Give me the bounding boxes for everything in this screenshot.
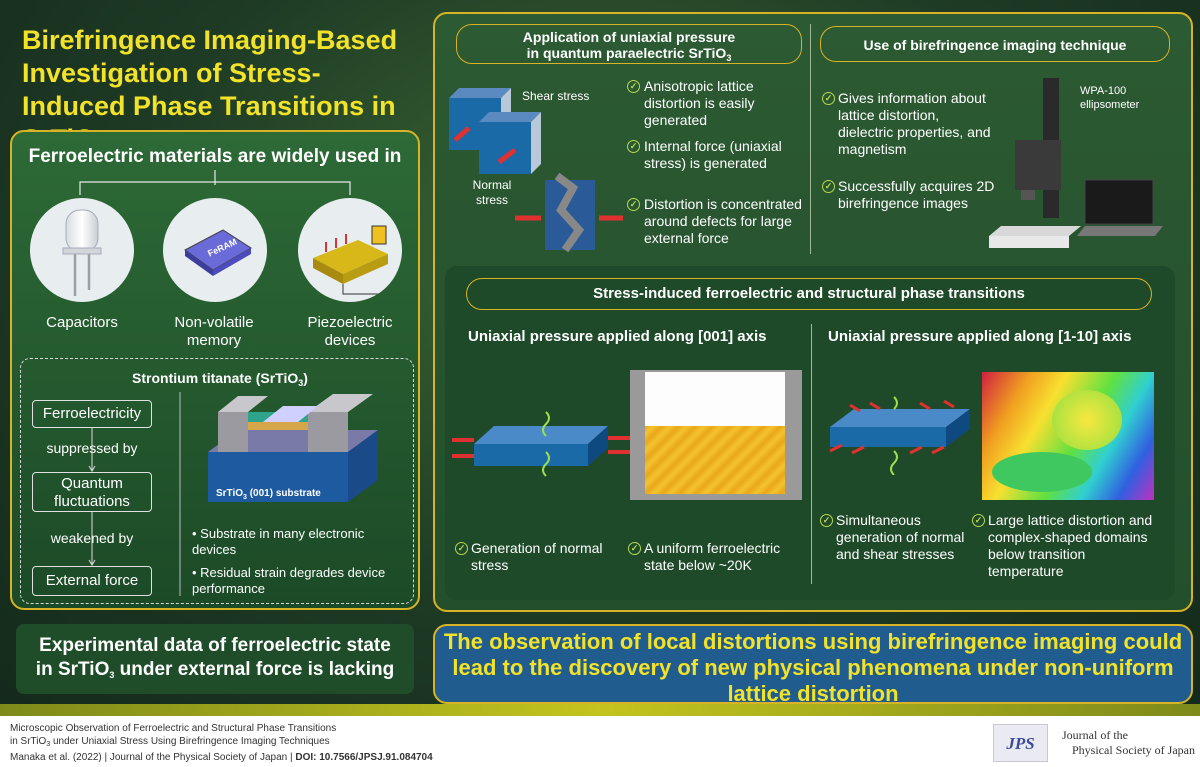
ellipsometer-image [989, 78, 1163, 248]
conclusion-statement: The observation of local distortions usi… [433, 624, 1193, 706]
device-connector [79, 170, 351, 195]
normal-stress-slab-image [452, 411, 632, 477]
shear-stress-label: Shear stress [522, 89, 590, 103]
capacitor-image [30, 198, 134, 302]
external-force-box: External force [32, 566, 152, 596]
uniform-state-birefringence-image [630, 370, 802, 500]
citation-line-3: Manaka et al. (2022) | Journal of the Ph… [10, 752, 433, 763]
check-icon: ✓ [627, 80, 640, 93]
piezoelectric-image [298, 198, 402, 302]
axis-1-10-point-1: Simultaneous generation of normal and sh… [836, 512, 965, 562]
substrate-device-image: SrTiO3 (001) substrate [208, 394, 378, 502]
pressure-point-1: Anisotropic lattice distortion is easily… [644, 78, 755, 128]
flow-arrows [88, 392, 181, 596]
check-icon: ✓ [822, 92, 835, 105]
top-divider [810, 24, 811, 254]
background-stripe [0, 704, 1200, 716]
memory-chip-image: FeRAM [163, 198, 267, 302]
axis-001-title: Uniaxial pressure applied along [001] ax… [468, 328, 767, 345]
imaging-heading: Use of birefringence imaging technique [820, 26, 1170, 62]
imaging-point-2: Successfully acquires 2D birefringence i… [838, 178, 995, 211]
transitions-divider [811, 324, 812, 584]
pressure-point-2: Internal force (uniaxial stress) is gene… [644, 138, 782, 171]
imaging-point-1: Gives information about lattice distorti… [838, 90, 991, 157]
check-icon: ✓ [627, 198, 640, 211]
substrate-bullet-2: • Residual strain degrades device perfor… [192, 565, 386, 596]
srtio3-heading: Strontium titanate (SrTiO3) [132, 370, 308, 388]
axis-001-point-1: Generation of normal stress [471, 540, 603, 573]
normal-stress-label: Normal stress [472, 178, 512, 207]
jps-logo: JPS [993, 724, 1048, 762]
srtio3-box [20, 358, 414, 604]
instrument-label: WPA-100 ellipsometer [1080, 85, 1140, 111]
check-icon: ✓ [628, 542, 641, 555]
check-icon: ✓ [822, 180, 835, 193]
axis-001-point-2: A uniform ferroelectric state below ~20K [644, 540, 781, 573]
check-icon: ✓ [972, 514, 985, 527]
device-label-piezoelectric: Piezoelectric devices [307, 314, 393, 349]
check-icon: ✓ [627, 140, 640, 153]
citation-line-1: Microscopic Observation of Ferroelectric… [10, 723, 337, 734]
substrate-bullet-1: • Substrate in many electronic devices [192, 526, 365, 557]
ferroelectricity-box: Ferroelectricity [32, 400, 152, 428]
stress-cubes-image [449, 88, 623, 253]
device-label-capacitors: Capacitors [46, 314, 118, 331]
citation-line-2: in SrTiO3 under Uniaxial Stress Using Bi… [10, 736, 330, 748]
transitions-heading: Stress-induced ferroelectric and structu… [466, 278, 1152, 310]
check-icon: ✓ [820, 514, 833, 527]
lacking-data-statement: Experimental data of ferroelectric state… [16, 624, 414, 694]
pressure-point-3: Distortion is concentrated around defect… [644, 196, 802, 246]
substrate-label: SrTiO3 (001) substrate [216, 488, 321, 501]
device-label-memory: Non-volatile memory [174, 314, 254, 349]
axis-1-10-point-2: Large lattice distortion and complex-sha… [988, 512, 1153, 579]
materials-heading: Ferroelectric materials are widely used … [28, 146, 402, 167]
axis-1-10-title: Uniaxial pressure applied along [1-10] a… [828, 328, 1132, 345]
doi-link[interactable]: DOI: 10.7566/JPSJ.91.084704 [295, 752, 433, 763]
shear-stress-slab-image [829, 396, 970, 475]
check-icon: ✓ [455, 542, 468, 555]
domain-birefringence-image [982, 372, 1154, 500]
quantum-fluctuations-box: Quantum fluctuations [32, 472, 152, 512]
